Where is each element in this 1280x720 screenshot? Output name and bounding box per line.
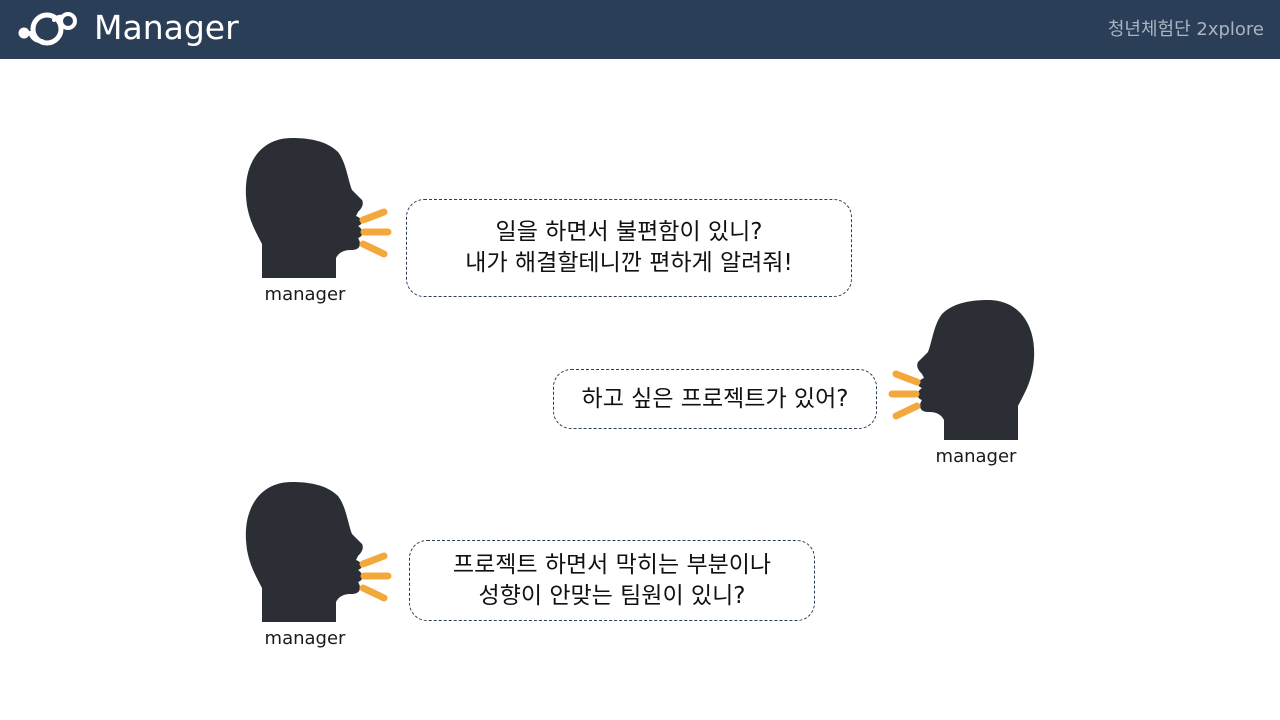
header-bar: Manager 청년체험단 2xplore xyxy=(0,0,1280,59)
speech-line: 하고 싶은 프로젝트가 있어? xyxy=(581,385,849,412)
speech-line: 프로젝트 하면서 막히는 부분이나 xyxy=(452,551,772,578)
speech-bubble: 하고 싶은 프로젝트가 있어? xyxy=(553,369,877,429)
speech-bubble: 프로젝트 하면서 막히는 부분이나 성향이 안맞는 팀원이 있니? xyxy=(409,540,815,621)
speech-bubble: 일을 하면서 불편함이 있니? 내가 해결할테니깐 편하게 알려줘! xyxy=(406,199,852,297)
header-subtitle: 청년체험단 2xplore xyxy=(1107,19,1264,40)
speech-line: 일을 하면서 불편함이 있니? xyxy=(495,219,763,245)
speaker-head-icon xyxy=(245,482,392,622)
speaker-label: manager xyxy=(264,284,346,305)
page-title: Manager xyxy=(94,8,239,47)
speaker-head-icon xyxy=(888,300,1035,440)
speaker-label: manager xyxy=(935,446,1017,467)
logo-icon xyxy=(18,12,77,46)
speech-line: 내가 해결할테니깐 편하게 알려줘! xyxy=(465,250,793,276)
speaker-label: manager xyxy=(264,628,346,649)
speech-line: 성향이 안맞는 팀원이 있니? xyxy=(478,582,746,609)
speaker-head-icon xyxy=(245,138,392,278)
